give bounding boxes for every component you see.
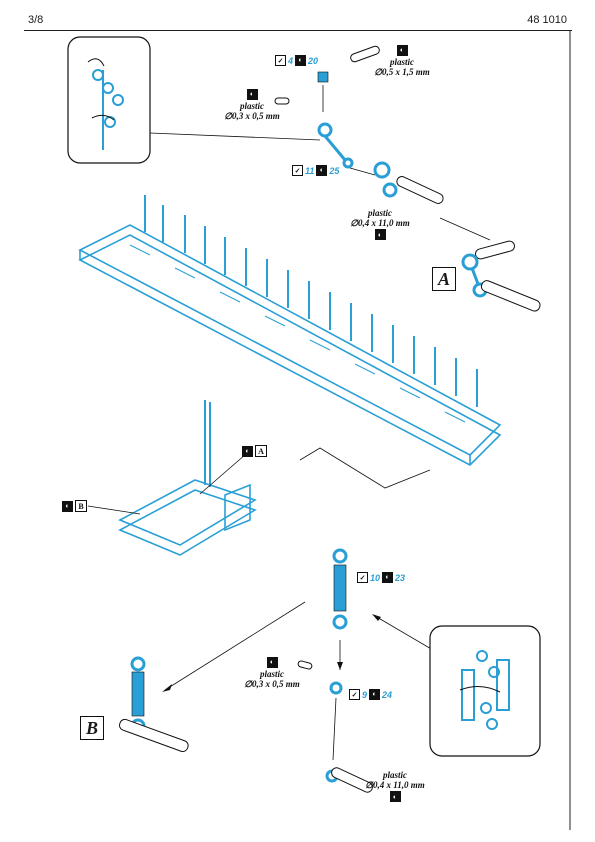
etch-icon: ✓ [275, 55, 286, 66]
etch-icon: ✓ [292, 165, 303, 176]
label-plastic-top: ◐ plastic ∅0,5 x 1,5 mm [374, 44, 430, 77]
frame-stanchions [144, 195, 478, 407]
resin-icon: ◐ [242, 445, 253, 457]
rod-bottom [325, 767, 373, 793]
resin-icon: ◐ [62, 500, 73, 512]
detail-bubble-top [67, 36, 151, 164]
resin-icon: ◐ [316, 165, 328, 176]
decal-icon: ◐ [374, 229, 386, 240]
bubble-part-bottom [461, 650, 510, 730]
part-11-lever [317, 122, 354, 169]
tiny-part-4 [317, 71, 329, 83]
tag-4-20: ✓ 4 ◐ 20 [275, 55, 318, 66]
lower-frame [118, 400, 257, 556]
tag-10-23: ✓ 10 ◐ 23 [357, 572, 405, 583]
part-25-arm [373, 161, 444, 204]
tag-lower-a: ◐ A [242, 445, 267, 457]
decal-icon: ◐ [389, 791, 401, 802]
plastic-pin-top [350, 45, 380, 63]
resin-icon: ◐ [295, 55, 307, 66]
assembly-a [461, 240, 541, 312]
tag-9-24: ✓ 9 ◐ 24 [349, 689, 392, 700]
decal-icon: ◐ [246, 88, 258, 100]
tag-lower-b: ◐ B [62, 500, 87, 512]
label-plastic-mid-b: ◐ plastic ∅0,3 x 0,5 mm [244, 656, 300, 689]
plastic-pin-left [274, 97, 290, 105]
detail-bubble-bottom [429, 625, 541, 757]
main-frame [78, 224, 502, 466]
plastic-pin-b [297, 660, 313, 670]
page-number: 3/8 [28, 14, 44, 26]
assembly-b [119, 656, 189, 753]
part-10-turnbuckle [332, 548, 348, 630]
etch-icon: ✓ [349, 689, 360, 700]
kit-number: 48 1010 [527, 14, 567, 26]
label-plastic-left: ◐ plastic ∅0,3 x 0,5 mm [224, 88, 280, 121]
part-9 [329, 681, 343, 695]
callout-a: A [432, 267, 456, 291]
label-plastic-rod: plastic ∅0,4 x 11,0 mm ◐ [350, 208, 410, 240]
label-plastic-rod-b: plastic ∅0,4 x 11,0 mm ◐ [365, 770, 425, 802]
header-rule [24, 30, 572, 31]
resin-icon: ◐ [382, 572, 394, 583]
tag-11-25: ✓ 11 ◐ 25 [292, 165, 339, 176]
decal-icon: ◐ [266, 656, 278, 668]
callout-b: B [80, 716, 104, 740]
decal-icon: ◐ [396, 44, 408, 56]
resin-icon: ◐ [369, 689, 381, 700]
etch-icon: ✓ [357, 572, 368, 583]
